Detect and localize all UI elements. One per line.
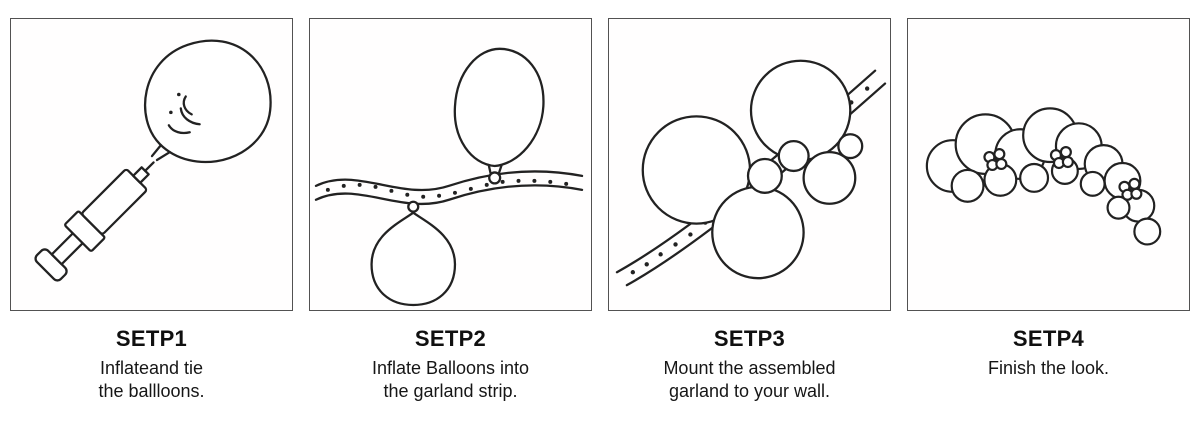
step1-title: SETP1 bbox=[115, 326, 188, 351]
garland-cluster-icon bbox=[615, 59, 887, 287]
step2-description: Inflate Balloons into the garland strip. bbox=[371, 358, 530, 402]
step-panel-1: SETP1 Inflateand tie the ballloons. bbox=[9, 18, 294, 403]
step-panel-4: SETP4 Finish the look. bbox=[906, 18, 1191, 403]
step1-description: Inflateand tie the ballloons. bbox=[98, 358, 205, 402]
step2-illustration-box bbox=[309, 18, 592, 311]
step-panel-3: SETP3 Mount the assembled garland to you… bbox=[607, 18, 892, 403]
balloon-garland-instructions: SETP1 Inflateand tie the ballloons. bbox=[9, 18, 1191, 403]
balloon-pump-icon bbox=[34, 39, 272, 282]
step4-title: SETP4 bbox=[1012, 326, 1085, 351]
step3-illustration-box bbox=[608, 18, 891, 311]
step4-description: Finish the look. bbox=[987, 358, 1110, 378]
finished-garland-icon bbox=[925, 107, 1162, 246]
step2-title: SETP2 bbox=[414, 326, 487, 351]
step3-title: SETP3 bbox=[713, 326, 786, 351]
step4-illustration-box bbox=[907, 18, 1190, 311]
balloon-garland-strip-icon bbox=[314, 47, 584, 307]
step-panel-2: SETP2 Inflate Balloons into the garland … bbox=[308, 18, 593, 403]
step3-description: Mount the assembled garland to your wall… bbox=[663, 358, 836, 402]
step1-illustration-box bbox=[10, 18, 293, 311]
